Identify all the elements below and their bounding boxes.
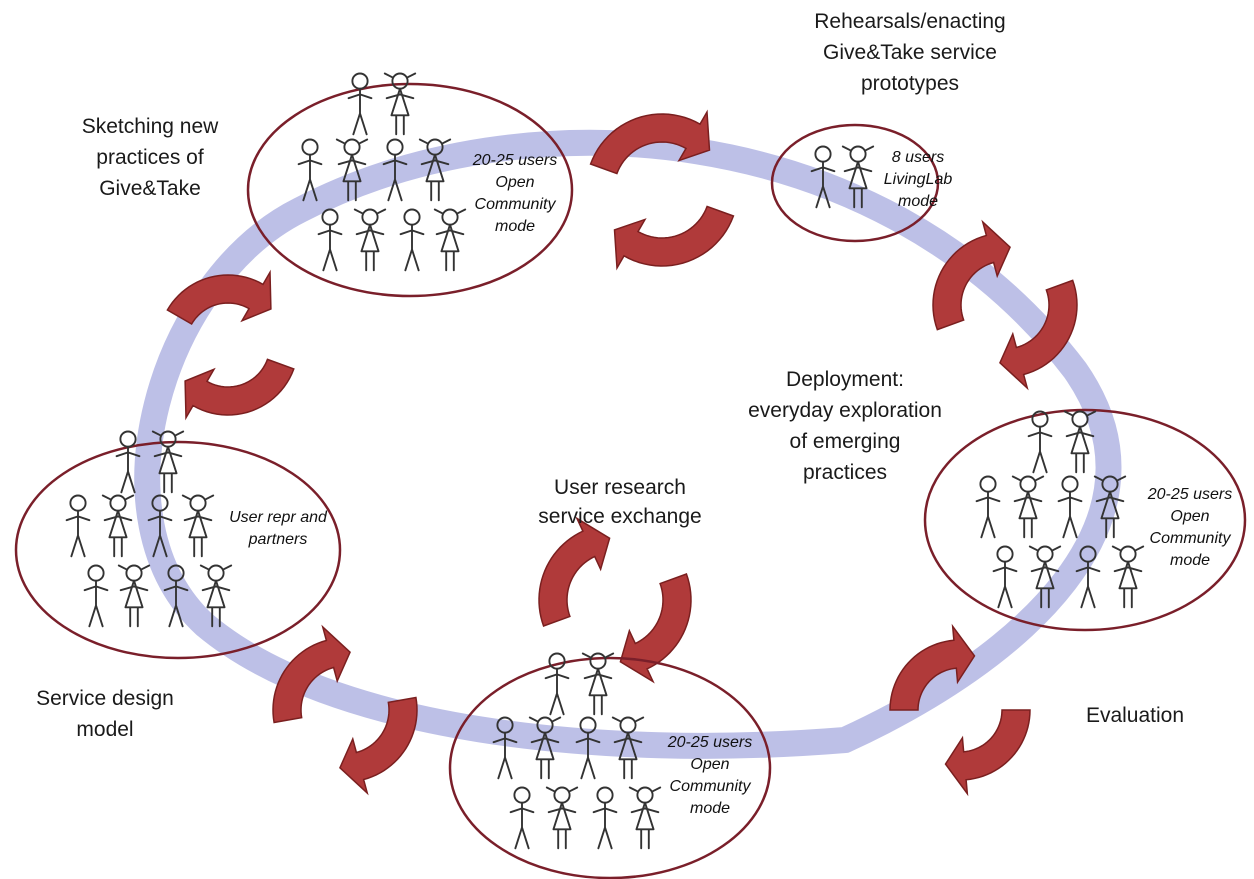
group-caption-line: 20-25 users bbox=[1147, 486, 1233, 503]
stage-label-line: model bbox=[76, 718, 133, 741]
group-caption-line: 20-25 users bbox=[472, 152, 558, 169]
rotation-arrow-bottom-right-b bbox=[944, 709, 1031, 797]
boy-figure-icon bbox=[347, 72, 373, 136]
rotation-arrow-left-upper-b bbox=[184, 358, 295, 421]
group-caption-line: Community bbox=[1150, 530, 1232, 547]
group-caption-line: mode bbox=[690, 800, 730, 817]
stage-label-line: User research bbox=[554, 476, 686, 499]
cycle-path bbox=[134, 129, 1122, 759]
boy-figure-icon bbox=[317, 208, 343, 272]
boy-figure-icon bbox=[1057, 475, 1083, 539]
rotation-arrow-right-upper-a bbox=[932, 219, 1011, 331]
label-user-research: User research service exchange bbox=[538, 476, 701, 528]
boy-figure-icon bbox=[65, 494, 91, 558]
boy-figure-icon bbox=[509, 786, 535, 850]
group-caption-line: mode bbox=[898, 193, 938, 210]
rotation-arrow-bottom-left-b bbox=[339, 696, 418, 796]
boy-figure-icon bbox=[83, 564, 109, 628]
group-ellipse bbox=[770, 123, 940, 243]
stage-label-line: Service design bbox=[36, 687, 174, 710]
stage-label-line: Rehearsals/enacting bbox=[814, 10, 1005, 33]
boy-figure-icon bbox=[399, 208, 425, 272]
boy-figure-icon bbox=[975, 475, 1001, 539]
group-ellipse bbox=[923, 408, 1247, 632]
group-caption-line: 20-25 users bbox=[667, 734, 753, 751]
group-caption-line: Community bbox=[670, 778, 752, 795]
girl-figure-icon bbox=[181, 494, 215, 558]
stage-label-line: Sketching new bbox=[82, 115, 219, 138]
rotation-arrow-left-upper-a bbox=[166, 269, 272, 326]
rotation-arrow-bottom-center-a bbox=[538, 516, 611, 627]
group-ellipse bbox=[14, 440, 342, 660]
girl-figure-icon bbox=[581, 652, 615, 716]
group-caption-line: mode bbox=[495, 218, 535, 235]
group-caption-line: 8 users bbox=[892, 149, 944, 166]
label-sketching: Sketching new practices of Give&Take bbox=[82, 115, 219, 200]
label-deployment: Deployment: everyday exploration of emergi… bbox=[748, 368, 942, 484]
rotation-arrow-right-upper-b bbox=[999, 279, 1078, 391]
group-caption-line: partners bbox=[248, 531, 308, 548]
rotation-arrow-bottom-right-a bbox=[889, 623, 976, 711]
group-caption-line: Community bbox=[475, 196, 557, 213]
group-ellipse bbox=[246, 82, 574, 298]
girl-figure-icon bbox=[1011, 475, 1045, 539]
rotation-arrow-top-b bbox=[613, 205, 735, 271]
stage-label-line: practices bbox=[803, 461, 887, 484]
stage-label-line: service exchange bbox=[538, 505, 701, 528]
group-caption-line: Open bbox=[690, 756, 729, 773]
rotation-arrows bbox=[166, 109, 1078, 797]
group-service-design: User repr and partners bbox=[14, 430, 342, 660]
rotation-arrow-top-a bbox=[589, 109, 711, 175]
group-caption-line: Open bbox=[1170, 508, 1209, 525]
stage-label-line: Give&Take service bbox=[823, 41, 997, 64]
group-caption-line: LivingLab bbox=[884, 171, 953, 188]
label-service-design: Service design model bbox=[36, 687, 174, 741]
stage-label-line: Evaluation bbox=[1086, 704, 1184, 727]
stage-label-line: prototypes bbox=[861, 72, 959, 95]
stage-label-line: practices of bbox=[96, 146, 204, 169]
group-caption-line: User repr and bbox=[229, 509, 328, 526]
stage-label-line: everyday exploration bbox=[748, 399, 942, 422]
girl-figure-icon bbox=[101, 494, 135, 558]
stage-labels: Sketching new practices of Give&Take Rehear… bbox=[36, 10, 1184, 741]
girl-figure-icon bbox=[383, 72, 417, 136]
girl-figure-icon bbox=[628, 786, 662, 850]
stage-label-line: of emerging bbox=[790, 430, 901, 453]
girl-figure-icon bbox=[433, 208, 467, 272]
rotation-arrow-bottom-left-a bbox=[272, 624, 351, 724]
boy-figure-icon bbox=[592, 786, 618, 850]
stage-label-line: Give&Take bbox=[99, 177, 201, 200]
girl-figure-icon bbox=[353, 208, 387, 272]
rotation-arrow-bottom-center-b bbox=[619, 573, 692, 684]
label-evaluation: Evaluation bbox=[1086, 704, 1184, 727]
girl-figure-icon bbox=[1111, 545, 1145, 609]
boy-figure-icon bbox=[992, 545, 1018, 609]
stage-label-line: Deployment: bbox=[786, 368, 904, 391]
girl-figure-icon bbox=[117, 564, 151, 628]
group-ellipse bbox=[448, 656, 772, 879]
girl-figure-icon bbox=[545, 786, 579, 850]
group-caption-line: Open bbox=[495, 174, 534, 191]
boy-figure-icon bbox=[544, 652, 570, 716]
boy-figure-icon bbox=[1027, 410, 1053, 474]
group-caption-line: mode bbox=[1170, 552, 1210, 569]
